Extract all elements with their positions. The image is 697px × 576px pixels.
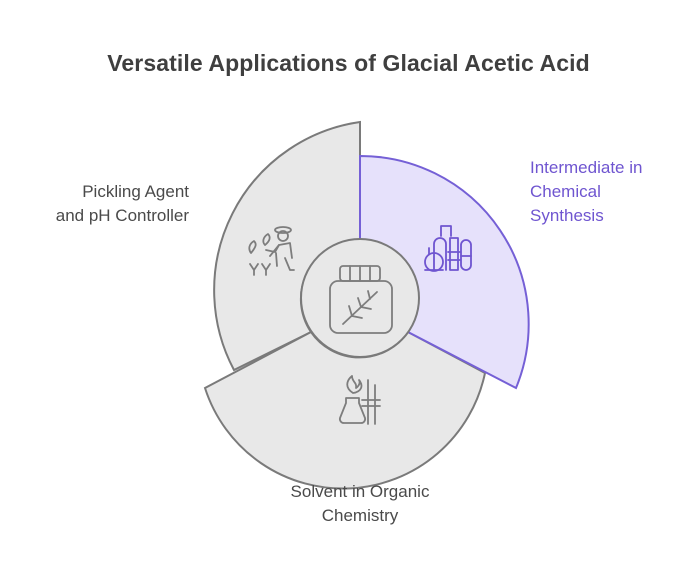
lab-burner-flask-icon — [339, 375, 381, 425]
label-solvent: Solvent in Organic Chemistry — [200, 480, 520, 528]
label-intermediate: Intermediate in Chemical Synthesis — [530, 156, 642, 228]
acid-jar-icon — [329, 265, 393, 334]
label-pickling-line-2: and pH Controller — [55, 206, 189, 225]
label-solvent-line-2: Chemistry — [321, 506, 399, 525]
center-hub — [300, 238, 420, 358]
label-pickling-line-1: Pickling Agent — [82, 182, 189, 201]
label-solvent-line-1: Solvent in Organic — [290, 482, 430, 501]
label-intermediate-line-1: Intermediate in — [530, 158, 643, 177]
label-intermediate-line-2: Chemical — [530, 182, 601, 201]
diagram-title: Versatile Applications of Glacial Acetic… — [107, 50, 590, 76]
label-intermediate-line-3: Synthesis — [530, 206, 604, 225]
chemical-plant-icon — [424, 225, 472, 272]
farmer-crops-icon — [248, 226, 295, 276]
label-pickling: Pickling Agent and pH Controller — [56, 180, 189, 228]
